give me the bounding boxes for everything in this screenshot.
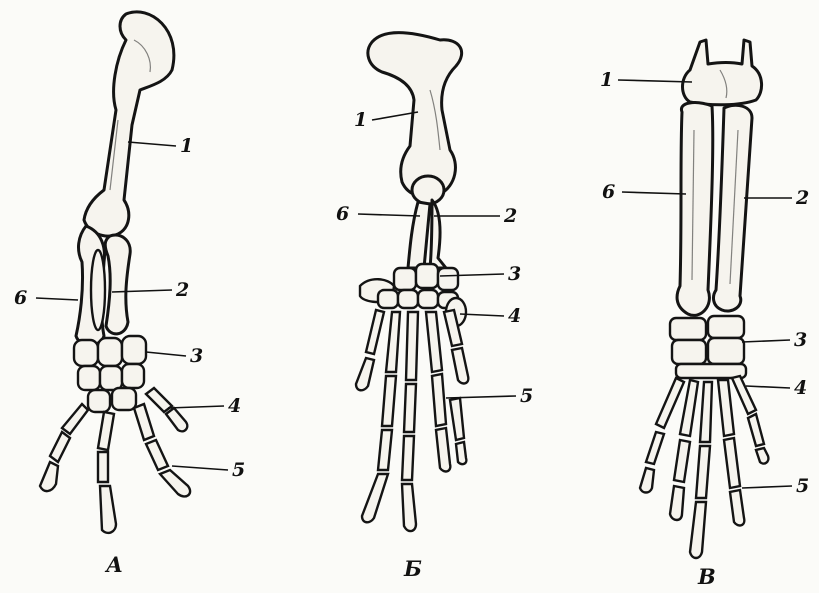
label-c-4: 4 xyxy=(794,377,807,399)
label-a-6: 6 xyxy=(14,287,27,309)
panel-a-radius xyxy=(105,235,130,334)
label-c-6: 6 xyxy=(602,181,615,203)
panel-a-carpals xyxy=(74,336,146,412)
label-a-1: 1 xyxy=(180,135,193,157)
label-a-5: 5 xyxy=(232,459,245,481)
panel-b-digits xyxy=(356,310,468,531)
label-a-3: 3 xyxy=(190,345,203,367)
label-a-4: 4 xyxy=(228,395,241,417)
panel-b-ulna xyxy=(408,202,430,268)
label-a-2: 2 xyxy=(175,279,189,301)
caption-a: А xyxy=(104,552,123,577)
panel-b-radius xyxy=(430,200,446,268)
label-b-2: 2 xyxy=(503,205,517,227)
panel-b-humerus xyxy=(368,33,462,197)
label-b-6: 6 xyxy=(336,203,349,225)
caption-b: Б xyxy=(403,556,422,581)
label-b-4: 4 xyxy=(508,305,521,327)
label-b-3: 3 xyxy=(508,263,521,285)
panel-b xyxy=(356,33,468,531)
panel-c-radius xyxy=(714,105,752,311)
label-b-1: 1 xyxy=(354,109,367,131)
label-c-3: 3 xyxy=(794,329,807,351)
label-c-1: 1 xyxy=(600,69,613,91)
label-c-2: 2 xyxy=(795,187,809,209)
panel-c-digits xyxy=(640,376,768,558)
panel-a-humerus xyxy=(84,12,174,236)
panel-a xyxy=(40,12,190,533)
panel-c-carpals xyxy=(670,316,746,378)
caption-c: В xyxy=(697,564,716,589)
label-c-5: 5 xyxy=(796,475,809,497)
label-b-5: 5 xyxy=(520,385,533,407)
panel-c xyxy=(640,40,768,558)
panel-c-ulna xyxy=(677,103,713,316)
